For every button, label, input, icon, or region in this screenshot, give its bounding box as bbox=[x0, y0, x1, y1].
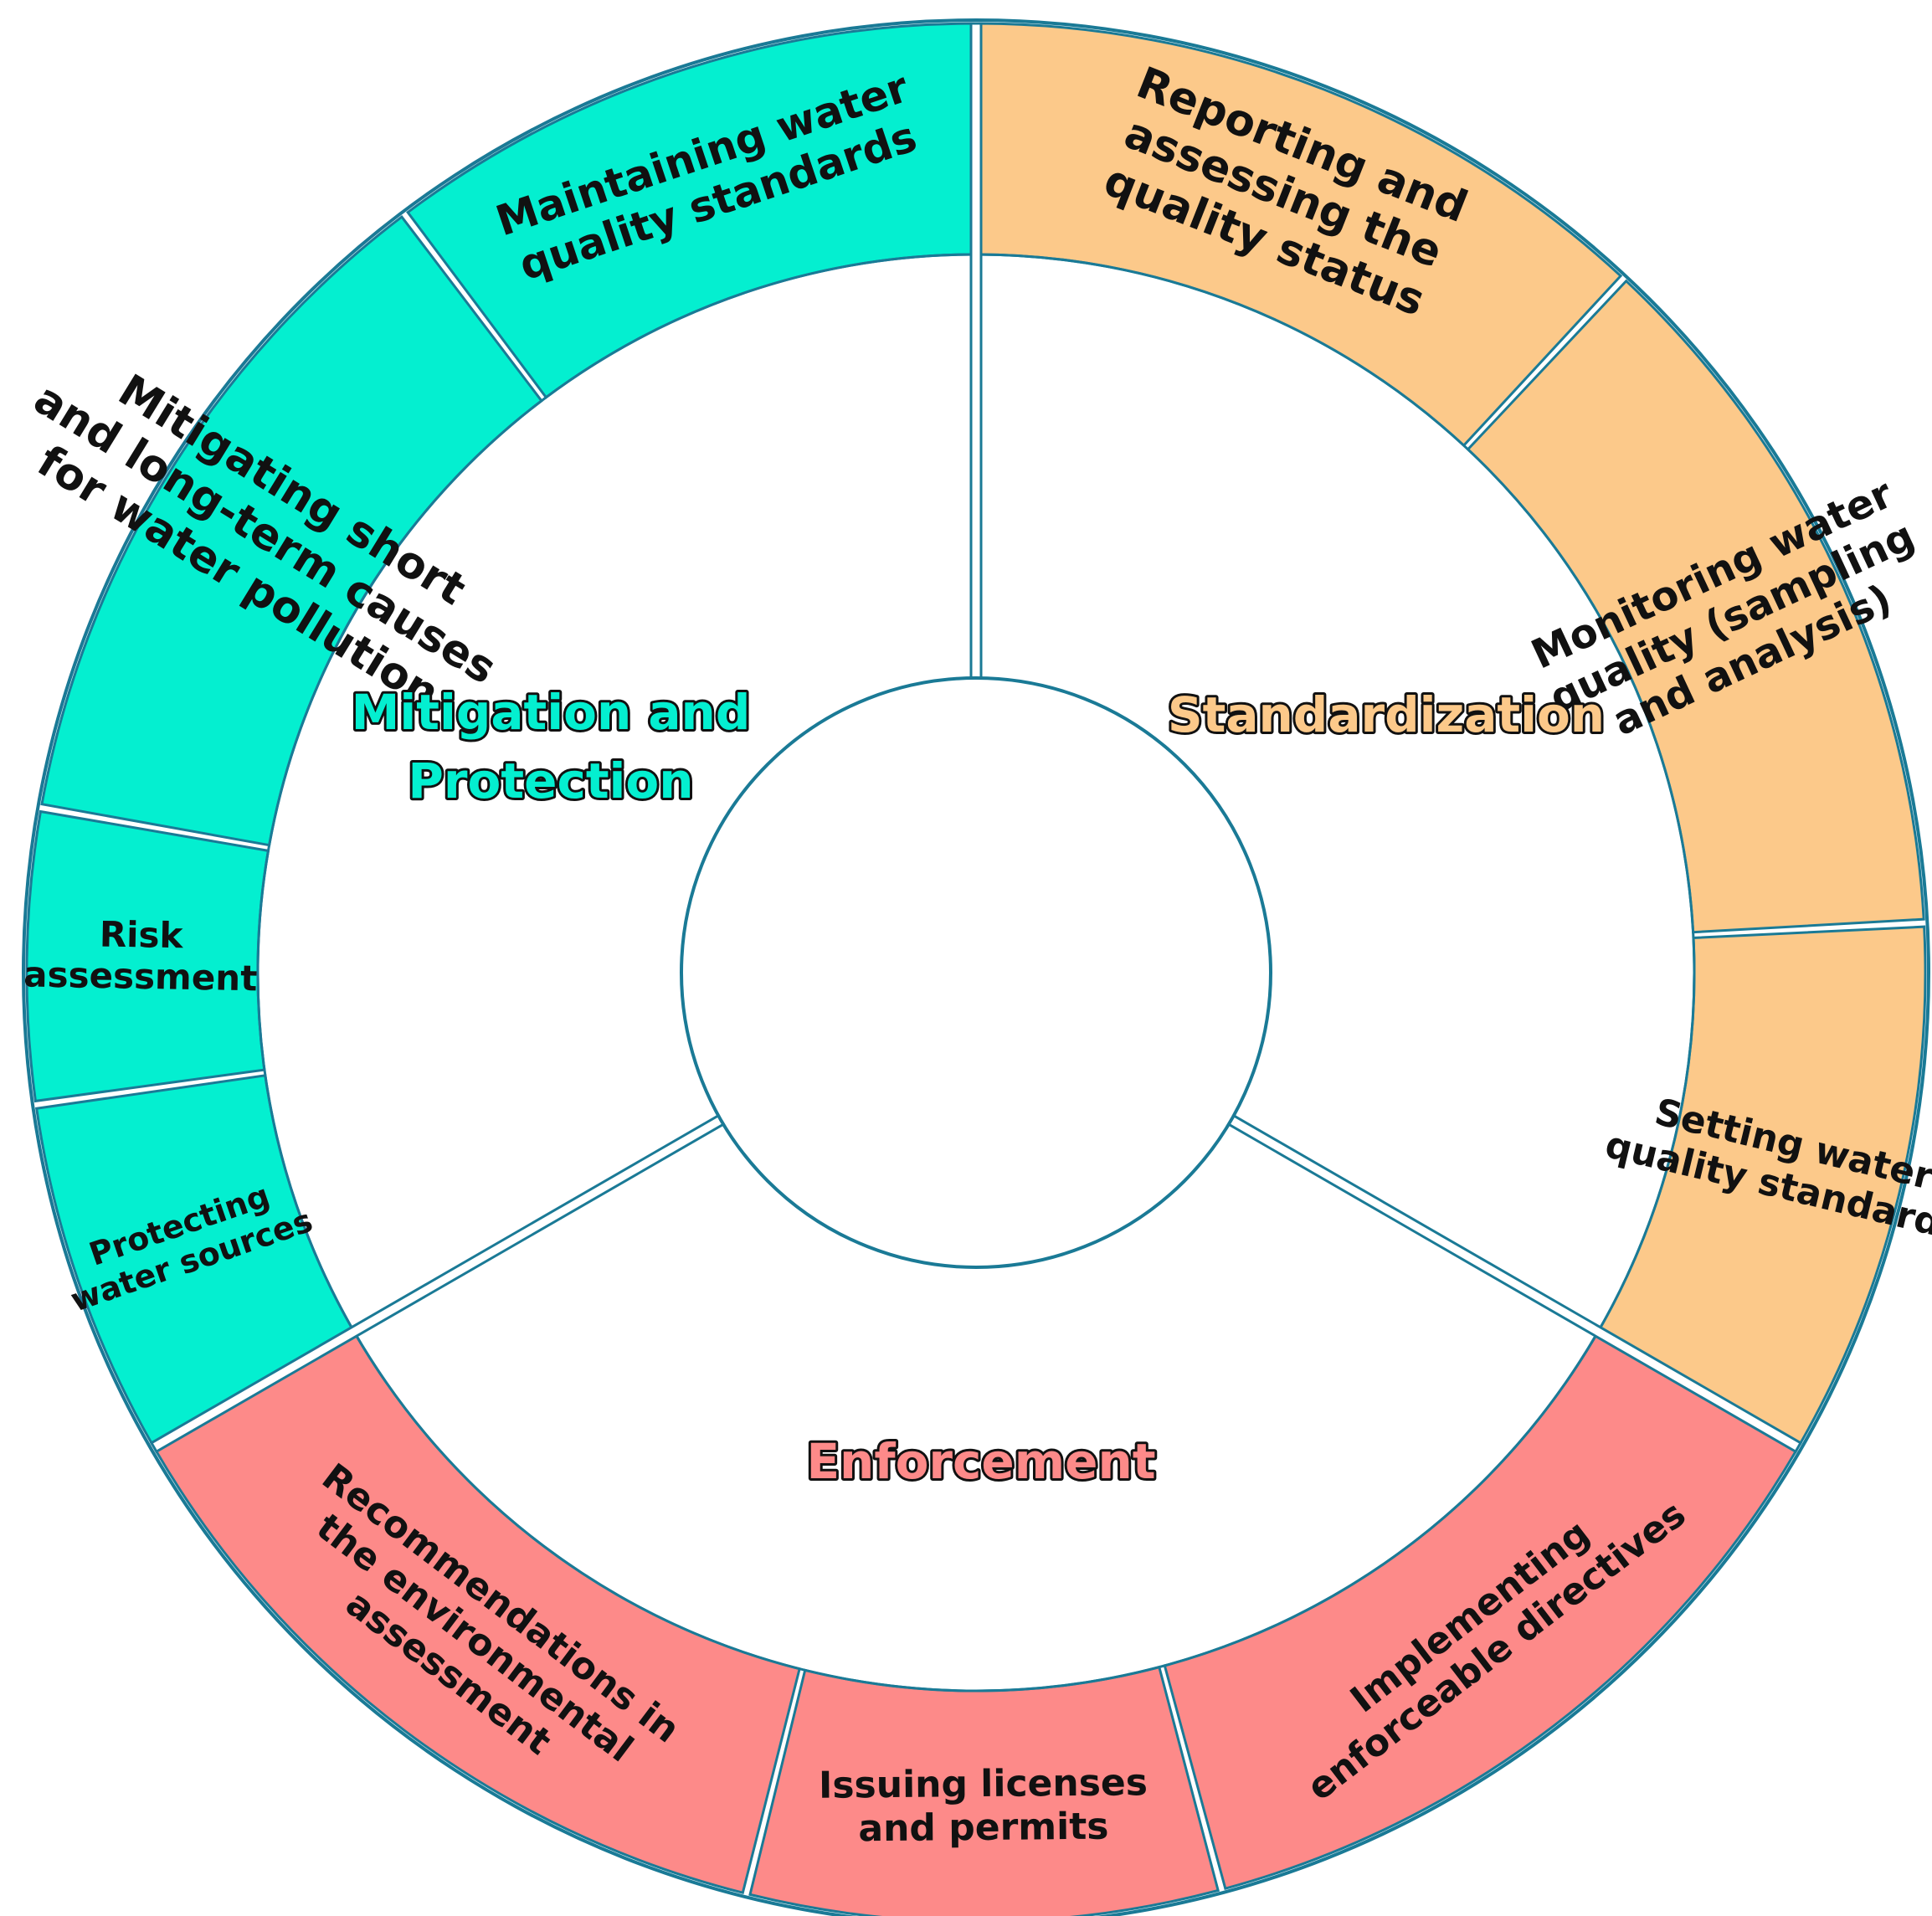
category-label-enforcement: Enforcement bbox=[804, 1431, 1158, 1492]
category-label-line: Mitigation and bbox=[352, 684, 751, 741]
segment-label-line: Risk bbox=[99, 913, 184, 956]
spoke-divider-1 bbox=[969, 22, 983, 680]
category-label-line: Standardization bbox=[1168, 686, 1605, 743]
category-label-line: Protection bbox=[408, 753, 693, 809]
outer-ring bbox=[22, 18, 1930, 1916]
category-label-line: Enforcement bbox=[806, 1433, 1155, 1490]
segment-label-line: and permits bbox=[858, 1806, 1108, 1851]
category-label-standardization: Standardization bbox=[1165, 684, 1607, 746]
segment-label-line: Issuing licenses bbox=[819, 1761, 1148, 1806]
segment-label-line: assessment bbox=[23, 953, 258, 999]
center-circle bbox=[680, 676, 1272, 1269]
